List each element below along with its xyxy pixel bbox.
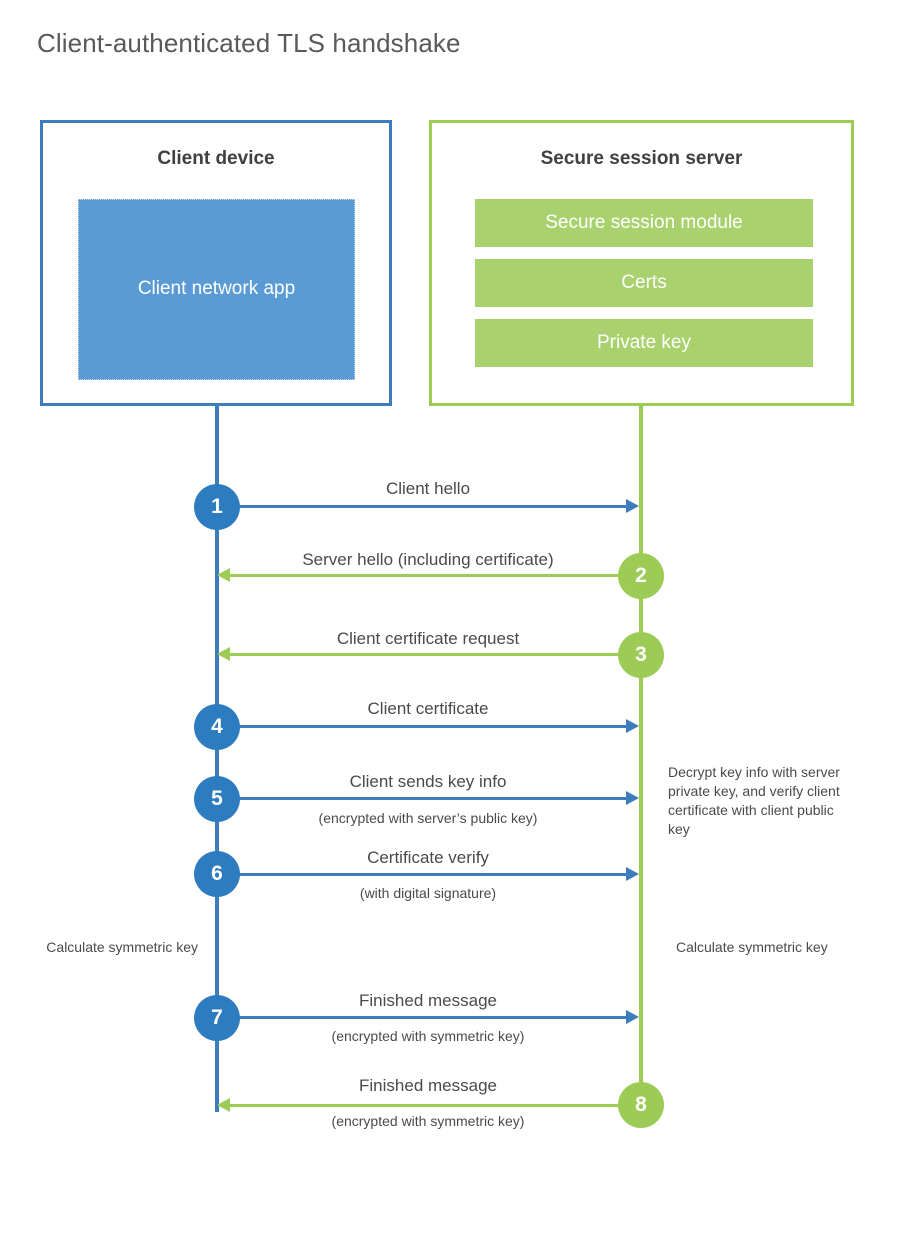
- server-module-list: Secure session module Certs Private key: [475, 199, 813, 367]
- step-4-number-badge: 4: [194, 704, 240, 750]
- step-7-label: Finished message: [359, 991, 497, 1010]
- step-7-arrow-head: [626, 1010, 639, 1024]
- step-5-arrow-line: [217, 797, 626, 800]
- step-2-label: Server hello (including certificate): [302, 550, 554, 569]
- step-7-arrow-line: [217, 1016, 626, 1019]
- page-title: Client-authenticated TLS handshake: [37, 28, 461, 58]
- step-7-sublabel: (encrypted with symmetric key): [331, 1028, 525, 1044]
- server-module-secure-session-module: Secure session module: [475, 199, 813, 247]
- server-decrypt-annotation: Decrypt key info with server private key…: [668, 764, 840, 837]
- step-3-arrow-head: [217, 647, 230, 661]
- step-4-arrow-line: [217, 725, 626, 728]
- step-3-number-badge: 3: [618, 632, 664, 678]
- step-3-label: Client certificate request: [336, 629, 520, 648]
- step-3-arrow-line: [230, 653, 639, 656]
- step-4-arrow-head: [626, 719, 639, 733]
- server-module-private-key: Private key: [475, 319, 813, 367]
- secure-session-server-title: Secure session server: [540, 148, 743, 169]
- step-8-arrow-line: [230, 1104, 639, 1107]
- server-module-certs: Certs: [475, 259, 813, 307]
- step-8-arrow-head: [217, 1098, 230, 1112]
- step-6-label: Certificate verify: [367, 848, 489, 867]
- step-8-label: Finished message: [359, 1076, 497, 1095]
- step-5-number-badge: 5: [194, 776, 240, 822]
- step-8-number-badge: 8: [618, 1082, 664, 1128]
- step-2-number-badge: 2: [618, 553, 664, 599]
- client-lifeline: [215, 405, 219, 1112]
- step-4-label: Client certificate: [367, 699, 489, 718]
- server-lifeline: [639, 405, 643, 1105]
- secure-session-server-box: Secure session server Secure session mod…: [429, 120, 854, 406]
- step-6-arrow-line: [217, 873, 626, 876]
- step-6-arrow-head: [626, 867, 639, 881]
- step-1-label: Client hello: [385, 479, 471, 498]
- step-6-number-badge: 6: [194, 851, 240, 897]
- step-7-number-badge: 7: [194, 995, 240, 1041]
- client-network-app-block: Client network app: [78, 199, 355, 380]
- step-1-number-badge: 1: [194, 484, 240, 530]
- step-5-sublabel: (encrypted with server’s public key): [318, 810, 538, 826]
- client-device-title: Client device: [157, 148, 275, 169]
- step-6-sublabel: (with digital signature): [359, 885, 497, 901]
- step-2-arrow-line: [230, 574, 639, 577]
- step-5-arrow-head: [626, 791, 639, 805]
- client-device-box: Client device Client network app: [40, 120, 392, 406]
- client-calculate-symmetric-key-annotation: Calculate symmetric key: [46, 939, 198, 955]
- step-5-label: Client sends key info: [349, 772, 507, 791]
- step-2-arrow-head: [217, 568, 230, 582]
- step-1-arrow-head: [626, 499, 639, 513]
- step-1-arrow-line: [217, 505, 626, 508]
- step-8-sublabel: (encrypted with symmetric key): [331, 1113, 525, 1129]
- server-calculate-symmetric-key-annotation: Calculate symmetric key: [676, 939, 828, 955]
